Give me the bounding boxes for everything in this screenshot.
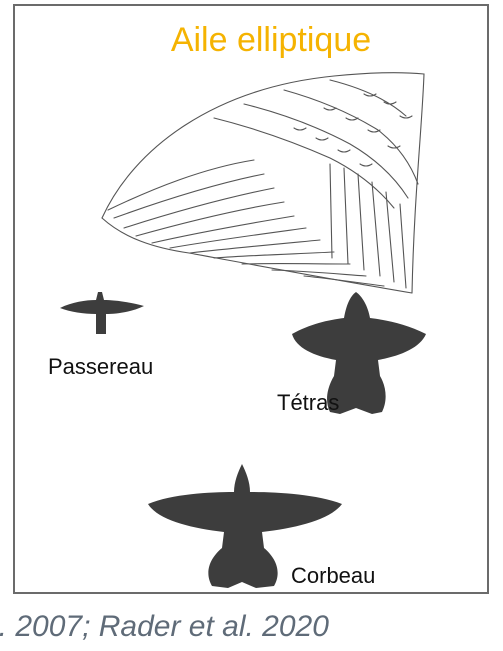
elliptical-wing-drawing bbox=[94, 68, 434, 296]
grouse-label: Tétras bbox=[277, 390, 339, 416]
sparrow-silhouette bbox=[58, 290, 146, 338]
citation-label: l. 2007; Rader et al. 2020 bbox=[0, 609, 329, 645]
wing-type-title: Aile elliptique bbox=[126, 20, 416, 60]
citation-text: l. 2007; Rader et al. 2020 bbox=[0, 609, 503, 649]
sparrow-label: Passereau bbox=[48, 354, 153, 380]
crow-label: Corbeau bbox=[291, 563, 375, 589]
